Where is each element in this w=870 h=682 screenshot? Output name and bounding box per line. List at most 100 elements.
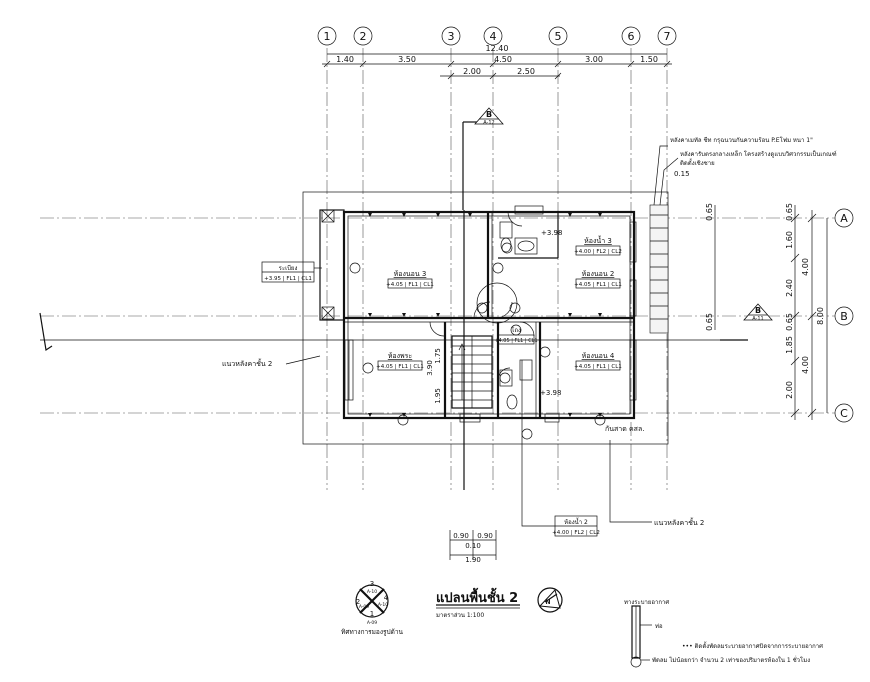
grid-bubble-A: A <box>834 208 854 228</box>
grid-bubble-B: B <box>834 306 854 326</box>
grid-bubble-6: 6 <box>621 26 641 46</box>
room-label-bathroom-2: ห้องน้ำ 2 +4.00 | FL2 | CL2 <box>521 360 600 537</box>
dim-right-inner-6: 2.00 <box>785 381 794 399</box>
footnote-line-1: ••• ติดตั้งพัดลมระบายอากาศบิดจากการระบาย… <box>682 640 823 650</box>
grid-bubble-C: C <box>834 403 854 423</box>
svg-text:ห้องพระ: ห้องพระ <box>388 352 413 360</box>
svg-text:+4.05 | FL1 | CL1: +4.05 | FL1 | CL1 <box>376 364 424 370</box>
elevation-key-caption: ทิศทางการมองรูปด้าน <box>341 628 403 636</box>
window-markers <box>344 205 637 423</box>
dim-right-inner-5: 1.85 <box>785 336 794 354</box>
svg-text:+4.05 | FL1 | CL1: +4.05 | FL1 | CL1 <box>386 282 434 288</box>
grid-bubble-1: 1 <box>317 26 337 46</box>
dim-top-2: 3.50 <box>398 55 416 64</box>
svg-text:ห้องน้ำ 3: ห้องน้ำ 3 <box>584 234 612 245</box>
dim-near-2: 0.65 <box>705 313 714 331</box>
dim-bottom-3: 0.10 <box>465 542 481 550</box>
room-label-bedroom-4: ห้องนอน 4 +4.05 | FL1 | CL1 <box>574 352 622 371</box>
room-label-balcony: ระเบียง +3.95 | FL1 | CL1 <box>261 261 322 283</box>
bathroom-fixtures <box>499 221 538 410</box>
dim-right-inner-1: 0.65 <box>785 203 794 221</box>
dim-overall-width: 12.40 <box>486 44 509 53</box>
room-label-bedroom-2: ห้องนอน 2 +4.05 | FL1 | CL1 <box>574 270 622 289</box>
roof-overhang-hatch <box>649 204 669 334</box>
svg-text:4: 4 <box>490 30 497 43</box>
svg-text:หลังคารับตรงกลางเหล็ก โครงสร้า: หลังคารับตรงกลางเหล็ก โครงสร้างดูแบบวิศว… <box>680 149 837 158</box>
svg-text:A-09: A-09 <box>367 620 377 626</box>
dim-overall-depth: 8.00 <box>816 307 825 325</box>
north-arrow-icon: N <box>537 587 563 613</box>
svg-text:ติดตั้งเชิงชาย: ติดตั้งเชิงชาย <box>680 157 715 167</box>
grid-bubble-5: 5 <box>548 26 568 46</box>
svg-text:7: 7 <box>664 30 671 43</box>
dim-overhang: 0.15 <box>674 170 690 178</box>
dim-bottom-4: 1.90 <box>465 556 481 564</box>
svg-text:ระเบียง: ระเบียง <box>279 264 298 272</box>
svg-text:3: 3 <box>448 30 455 43</box>
dim-top-3: 4.50 <box>494 55 512 64</box>
svg-text:+4.05 | FL1 | CL1: +4.05 | FL1 | CL1 <box>574 364 622 370</box>
svg-text:แปลนพื้นชั้น 2: แปลนพื้นชั้น 2 <box>436 587 518 606</box>
dim-right-inner-4: 0.65 <box>785 313 794 331</box>
bottom-dimension-lines <box>449 530 497 560</box>
room-label-bedroom-3: ห้องนอน 3 +4.05 | FL1 | CL1 <box>386 270 434 289</box>
svg-text:+3.95 | FL1 | CL1: +3.95 | FL1 | CL1 <box>264 276 312 282</box>
dim-right-outer-1: 4.00 <box>801 258 810 276</box>
roof-line-left-note: แนวหลังคาชั้น 2 <box>222 355 321 368</box>
grid-bubble-4: 4 <box>483 26 503 46</box>
svg-text:A-09: A-09 <box>359 604 369 610</box>
svg-text:+4.00 | FL2 | CL2: +4.00 | FL2 | CL2 <box>574 249 622 255</box>
dim-top-4: 3.00 <box>585 55 603 64</box>
fixture-tags <box>349 242 606 440</box>
svg-text:3: 3 <box>370 580 374 588</box>
grid-bubble-7: 7 <box>657 26 677 46</box>
svg-text:ห้องนอน 2: ห้องนอน 2 <box>582 270 615 278</box>
dim-top-1: 1.40 <box>336 55 354 64</box>
grid-bubble-3: 3 <box>441 26 461 46</box>
svg-text:+4.05 | FL1 | CL1: +4.05 | FL1 | CL1 <box>494 338 537 344</box>
svg-text:1: 1 <box>324 30 331 43</box>
balcony <box>319 209 345 321</box>
room-label-bathroom-3: ห้องน้ำ 3 +4.00 | FL2 | CL2 <box>574 234 622 256</box>
door-swings <box>429 211 535 381</box>
section-marker-top: B A-12 <box>462 107 504 210</box>
svg-text:ห้องนอน 4: ห้องนอน 4 <box>582 352 615 360</box>
dim-top-sub-2: 2.50 <box>517 67 535 76</box>
elevation-key-icon: 3 2 4 1 A-10 A-09 A-10 A-09 <box>355 580 389 626</box>
svg-text:B: B <box>840 310 848 323</box>
svg-text:B: B <box>755 306 761 315</box>
level-mark-1: +3.98 <box>541 229 562 237</box>
dim-near-1: 0.65 <box>705 203 714 221</box>
level-mark-2: +3.98 <box>540 389 561 397</box>
grid-lines-vertical <box>326 48 668 490</box>
svg-text:ทางระบายอากาศ: ทางระบายอากาศ <box>624 599 669 606</box>
svg-text:A: A <box>840 212 848 225</box>
tile-markers <box>368 213 602 417</box>
roof-line-right-note: แนวหลังคาชั้น 2 <box>609 440 704 527</box>
svg-text:A-10: A-10 <box>378 602 388 608</box>
svg-text:2: 2 <box>360 30 367 43</box>
room-label-hall: โถง +4.05 | FL1 | CL1 <box>494 326 538 345</box>
svg-text:5: 5 <box>555 30 562 43</box>
svg-text:หลังคาเมทัล ชีท กรุฉนวนกันความ: หลังคาเมทัล ชีท กรุฉนวนกันความร้อน P.Eโฟ… <box>670 136 813 144</box>
svg-text:ท่อ: ท่อ <box>655 623 663 630</box>
svg-text:+4.05 | FL1 | CL1: +4.05 | FL1 | CL1 <box>574 282 622 288</box>
svg-text:ห้องนอน 3: ห้องนอน 3 <box>394 270 427 278</box>
dim-bottom-1: 0.90 <box>453 532 469 540</box>
svg-text:โถง: โถง <box>511 326 521 334</box>
stair <box>451 335 493 409</box>
dim-top-sub-1: 2.00 <box>463 67 481 76</box>
dim-top-5: 1.50 <box>640 55 658 64</box>
svg-text:N: N <box>545 599 550 606</box>
svg-text:6: 6 <box>628 30 635 43</box>
room-label-shrine-room: ห้องพระ +4.05 | FL1 | CL1 <box>376 352 424 371</box>
svg-text:มาตราส่วน 1:100: มาตราส่วน 1:100 <box>436 612 484 619</box>
section-marker-right: B A-11 <box>463 210 773 490</box>
svg-text:A-12: A-12 <box>483 120 494 126</box>
svg-text:2: 2 <box>356 598 360 606</box>
svg-text:A-10: A-10 <box>367 589 377 595</box>
svg-text:4: 4 <box>384 594 389 602</box>
dim-right-inner-3: 2.40 <box>785 279 794 297</box>
grid-bubble-2: 2 <box>353 26 373 46</box>
